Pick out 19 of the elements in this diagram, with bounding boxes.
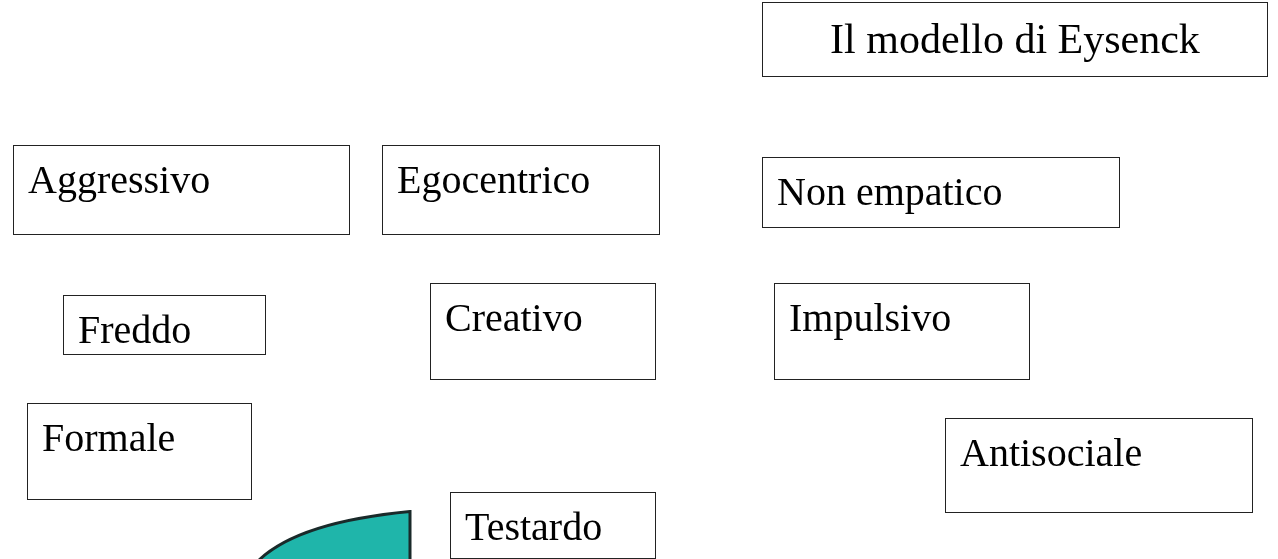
trait-box [63,295,266,355]
trait-box [945,418,1253,513]
trait-box [13,145,350,235]
trait-box [762,157,1120,228]
trait-box [450,492,656,559]
trait-label: Egocentrico [397,156,591,204]
title: Il modello di Eysenck [762,2,1268,77]
trait-label: Impulsivo [789,294,952,342]
trait-box [430,283,656,380]
trait-box [382,145,660,235]
trait-label: Creativo [445,294,583,342]
trait-label: Testardo [465,503,603,551]
trait-label: Aggressivo [28,156,211,204]
trait-label: Non empatico [777,168,1003,216]
trait-label: Antisociale [960,429,1143,477]
trait-box [27,403,252,500]
trait-label: Formale [42,414,176,462]
trait-box [774,283,1030,380]
trait-label: Freddo [78,306,192,354]
